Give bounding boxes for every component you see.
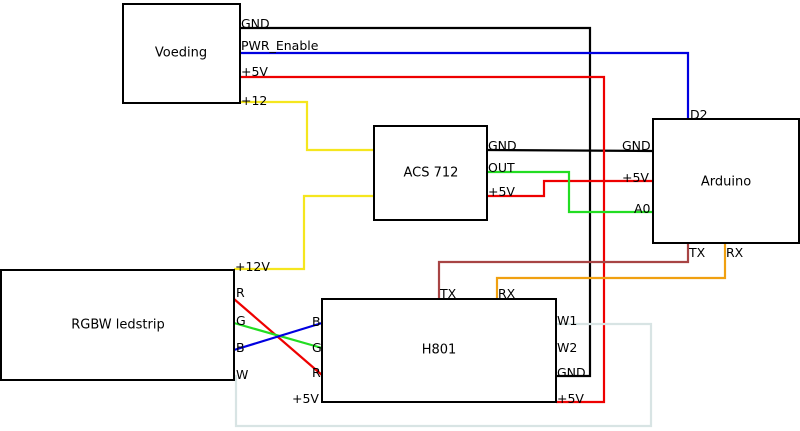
wire-out-a0 [487,170,653,214]
voeding-pin-12v: +12 [241,93,267,108]
arduino-block: Arduino D2 GND +5V A0 TX RX [622,107,800,260]
arduino-pin-d2: D2 [690,107,708,122]
acs712-pin-out: OUT [488,160,515,175]
h801-pin-g: G [312,340,322,355]
wire-rx [495,243,727,299]
h801-pin-5v-right: +5V [557,391,584,406]
wire-gnd-acs-arduino [486,148,654,153]
ledstrip-pin-r: R [236,285,245,300]
wires [233,26,727,428]
h801-title: H801 [422,343,457,358]
wire-5v-main [240,75,606,404]
ledstrip-pin-g: G [236,313,246,328]
ledstrip-pin-12v: +12V [235,259,270,274]
arduino-title: Arduino [701,175,751,190]
wire-pwr-enable [240,51,690,118]
voeding-title: Voeding [155,46,207,61]
voeding-pin-pwr-enable: PWR_Enable [241,38,319,53]
h801-pin-r: R [312,365,321,380]
wire-tx [437,243,690,299]
acs712-pin-gnd: GND [488,138,517,153]
arduino-pin-gnd: GND [622,138,651,153]
h801-pin-b: B [312,314,321,329]
arduino-pin-5v: +5V [622,170,649,185]
voeding-block: Voeding GND PWR_Enable +5V +12 [122,3,319,108]
acs712-block: ACS 712 GND OUT +5V [373,125,517,221]
acs712-pin-5v: +5V [488,184,515,199]
h801-pin-w2: W2 [557,340,577,355]
wire-12v-acs-ledstrip [234,194,374,271]
h801-pin-gnd: GND [557,365,586,380]
acs712-title: ACS 712 [404,166,459,181]
arduino-pin-tx: TX [688,245,706,260]
ledstrip-title: RGBW ledstrip [71,318,165,333]
wire-b [233,321,323,352]
h801-pin-rx: RX [498,286,516,301]
wire-w [234,322,653,428]
ledstrip-pin-w: W [236,367,248,382]
wire-5v-acs-arduino [487,179,653,198]
wire-12v-voeding-acs [240,100,374,152]
ledstrip-pin-b: B [236,340,245,355]
voeding-pin-gnd: GND [241,16,270,31]
arduino-pin-a0: A0 [634,201,651,216]
h801-pin-tx: TX [439,286,457,301]
ledstrip-block: RGBW ledstrip +12V R G B W [0,259,270,382]
h801-block: H801 TX RX B G R +5V W1 W2 GND +5V [292,286,586,406]
h801-pin-5v-left: +5V [292,391,319,406]
arduino-pin-rx: RX [726,245,744,260]
h801-pin-w1: W1 [557,313,577,328]
wire-gnd-bus [240,26,592,378]
voeding-pin-5v: +5V [241,64,268,79]
